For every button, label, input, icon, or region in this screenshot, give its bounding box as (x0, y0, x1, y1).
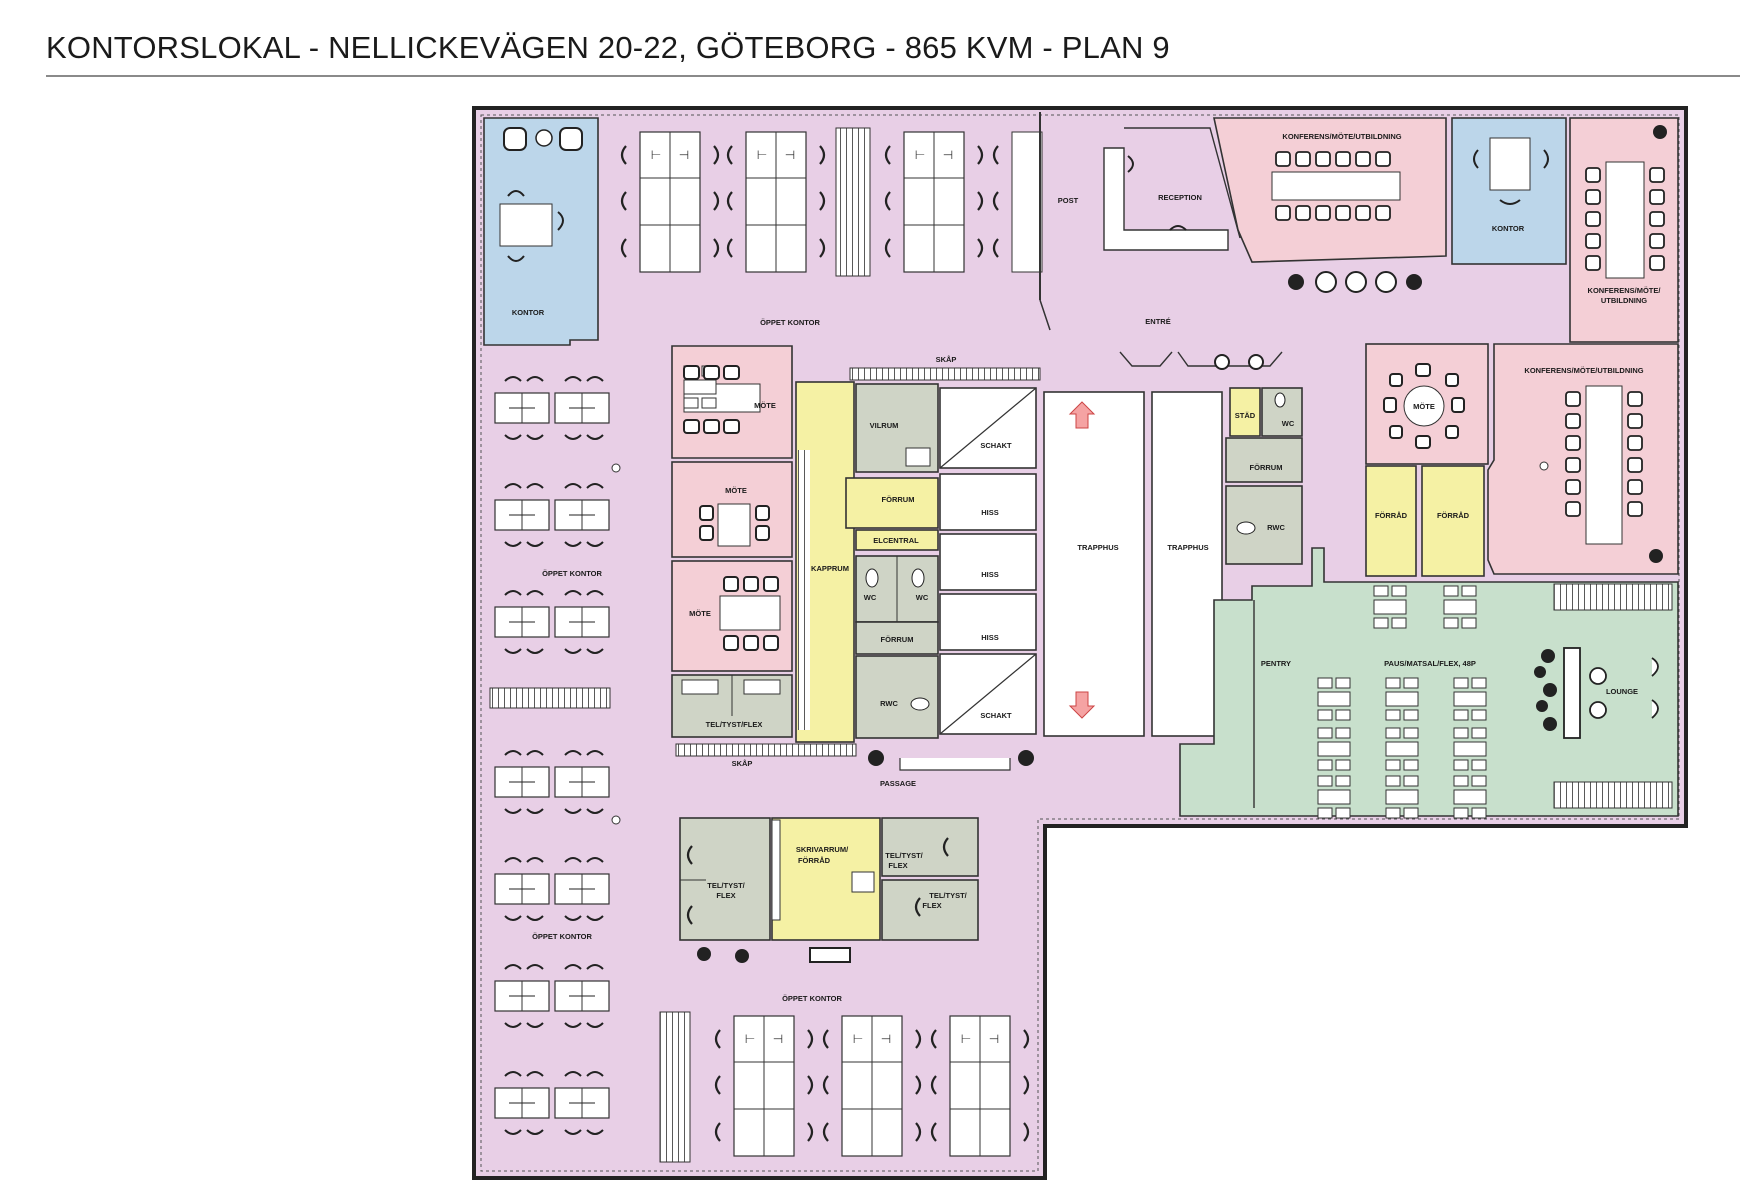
room-konferens-mid (1487, 343, 1679, 575)
chairs-lower-row (697, 947, 851, 963)
label-oppet-kontor-bottom: ÖPPET KONTOR (782, 994, 842, 1003)
arrow-down-icon (1068, 691, 1096, 719)
label-skap-bottom: SKÅP (732, 759, 753, 768)
label-schakt-1: SCHAKT (980, 441, 1012, 450)
label-hiss-2: HISS (981, 570, 999, 579)
label-wc-1: WC (864, 593, 877, 602)
label-tel-tyst-flex-b-1: TEL/TYST/ (885, 851, 923, 860)
label-konferens-top: KONFERENS/MÖTE/UTBILDNING (1282, 132, 1401, 141)
plants-icon (1534, 649, 1557, 731)
label-elcentral: ELCENTRAL (873, 536, 919, 545)
room-trapphus-2 (1151, 391, 1223, 737)
room-forrum-1 (845, 477, 939, 529)
room-tel-tyst-flex-a (679, 817, 771, 941)
room-elcentral (855, 529, 939, 551)
label-tel-tyst-flex-a-1: TEL/TYST/ (707, 881, 745, 890)
page-title: KONTORSLOKAL - NELLICKEVÄGEN 20-22, GÖTE… (46, 30, 1170, 65)
label-mote-2: MÖTE (725, 486, 747, 495)
lounge-chairs-top (1288, 271, 1422, 293)
label-mote-3: MÖTE (689, 609, 711, 618)
room-tel-tyst-flex-b (881, 817, 979, 877)
workstations-bottom (714, 1014, 1030, 1158)
label-mote-round: MÖTE (1413, 402, 1435, 411)
workstations-top (620, 130, 1043, 274)
label-passage: PASSAGE (880, 779, 916, 788)
label-tel-tyst-flex-c-1: TEL/TYST/ (929, 891, 967, 900)
label-skap-top: SKÅP (936, 355, 957, 364)
title-rule (46, 75, 1740, 77)
label-kontor-right: KONTOR (1492, 224, 1525, 233)
room-forrum-3 (1225, 437, 1303, 483)
label-trapphus-1: TRAPPHUS (1077, 543, 1118, 552)
label-konferens-right-1: KONFERENS/MÖTE/ (1588, 286, 1662, 295)
storage-cabinet-left (489, 687, 611, 709)
label-wc-2: WC (916, 593, 929, 602)
room-tel-tyst-flex-c (881, 879, 979, 941)
room-forrad-2 (1421, 465, 1485, 577)
label-oppet-kontor-top: ÖPPET KONTOR (760, 318, 820, 327)
label-oppet-kontor-left-low: ÖPPET KONTOR (532, 932, 592, 941)
room-rwc-2 (1225, 485, 1303, 565)
storage-cabinet (835, 127, 871, 277)
label-post: POST (1058, 196, 1079, 205)
shafts-lifts (939, 387, 1037, 735)
label-lounge: LOUNGE (1606, 687, 1638, 696)
label-wc-3: WC (1282, 419, 1295, 428)
room-forrad-1 (1365, 465, 1417, 577)
label-trapphus-2: TRAPPHUS (1167, 543, 1208, 552)
room-trapphus-1 (1043, 391, 1145, 737)
label-vilrum: VILRUM (870, 421, 899, 430)
label-tel-tyst-flex-c-2: FLEX (922, 901, 941, 910)
label-kontor-left: KONTOR (512, 308, 545, 317)
label-schakt-2: SCHAKT (980, 711, 1012, 720)
room-stad (1229, 387, 1261, 437)
label-skrivarrum-1: SKRIVARRUM/ (796, 845, 849, 854)
label-rwc-2: RWC (1267, 523, 1285, 532)
label-entre: ENTRÉ (1145, 317, 1170, 326)
label-stad: STÄD (1235, 411, 1256, 420)
label-konferens-right-2: UTBILDNING (1601, 296, 1647, 305)
armchair-icon (503, 127, 583, 151)
label-kapprum: KAPPRUM (811, 564, 849, 573)
label-paus: PAUS/MATSAL/FLEX, 48P (1384, 659, 1476, 668)
label-tel-tyst-flex-left: TEL/TYST/FLEX (706, 720, 763, 729)
label-forrum-3: FÖRRUM (1250, 463, 1283, 472)
label-konferens-mid: KONFERENS/MÖTE/UTBILDNING (1524, 366, 1643, 375)
label-rwc-1: RWC (880, 699, 898, 708)
label-forrad-2: FÖRRÅD (1437, 511, 1470, 520)
label-forrum-2: FÖRRUM (881, 635, 914, 644)
label-reception: RECEPTION (1158, 193, 1202, 202)
label-tel-tyst-flex-b-2: FLEX (888, 861, 907, 870)
label-forrad-1: FÖRRÅD (1375, 511, 1408, 520)
room-wc-3 (1261, 387, 1303, 437)
label-forrum-1: FÖRRUM (882, 495, 915, 504)
label-mote-1: MÖTE (754, 401, 776, 410)
label-oppet-kontor-left: ÖPPET KONTOR (542, 569, 602, 578)
label-hiss-3: HISS (981, 633, 999, 642)
label-skrivarrum-2: FÖRRÅD (798, 856, 831, 865)
label-hiss-1: HISS (981, 508, 999, 517)
room-rwc-1 (855, 655, 939, 739)
label-pentry: PENTRY (1261, 659, 1291, 668)
label-tel-tyst-flex-a-2: FLEX (716, 891, 735, 900)
room-forrum-2 (855, 621, 939, 655)
room-pentry-paus (1179, 547, 1679, 817)
